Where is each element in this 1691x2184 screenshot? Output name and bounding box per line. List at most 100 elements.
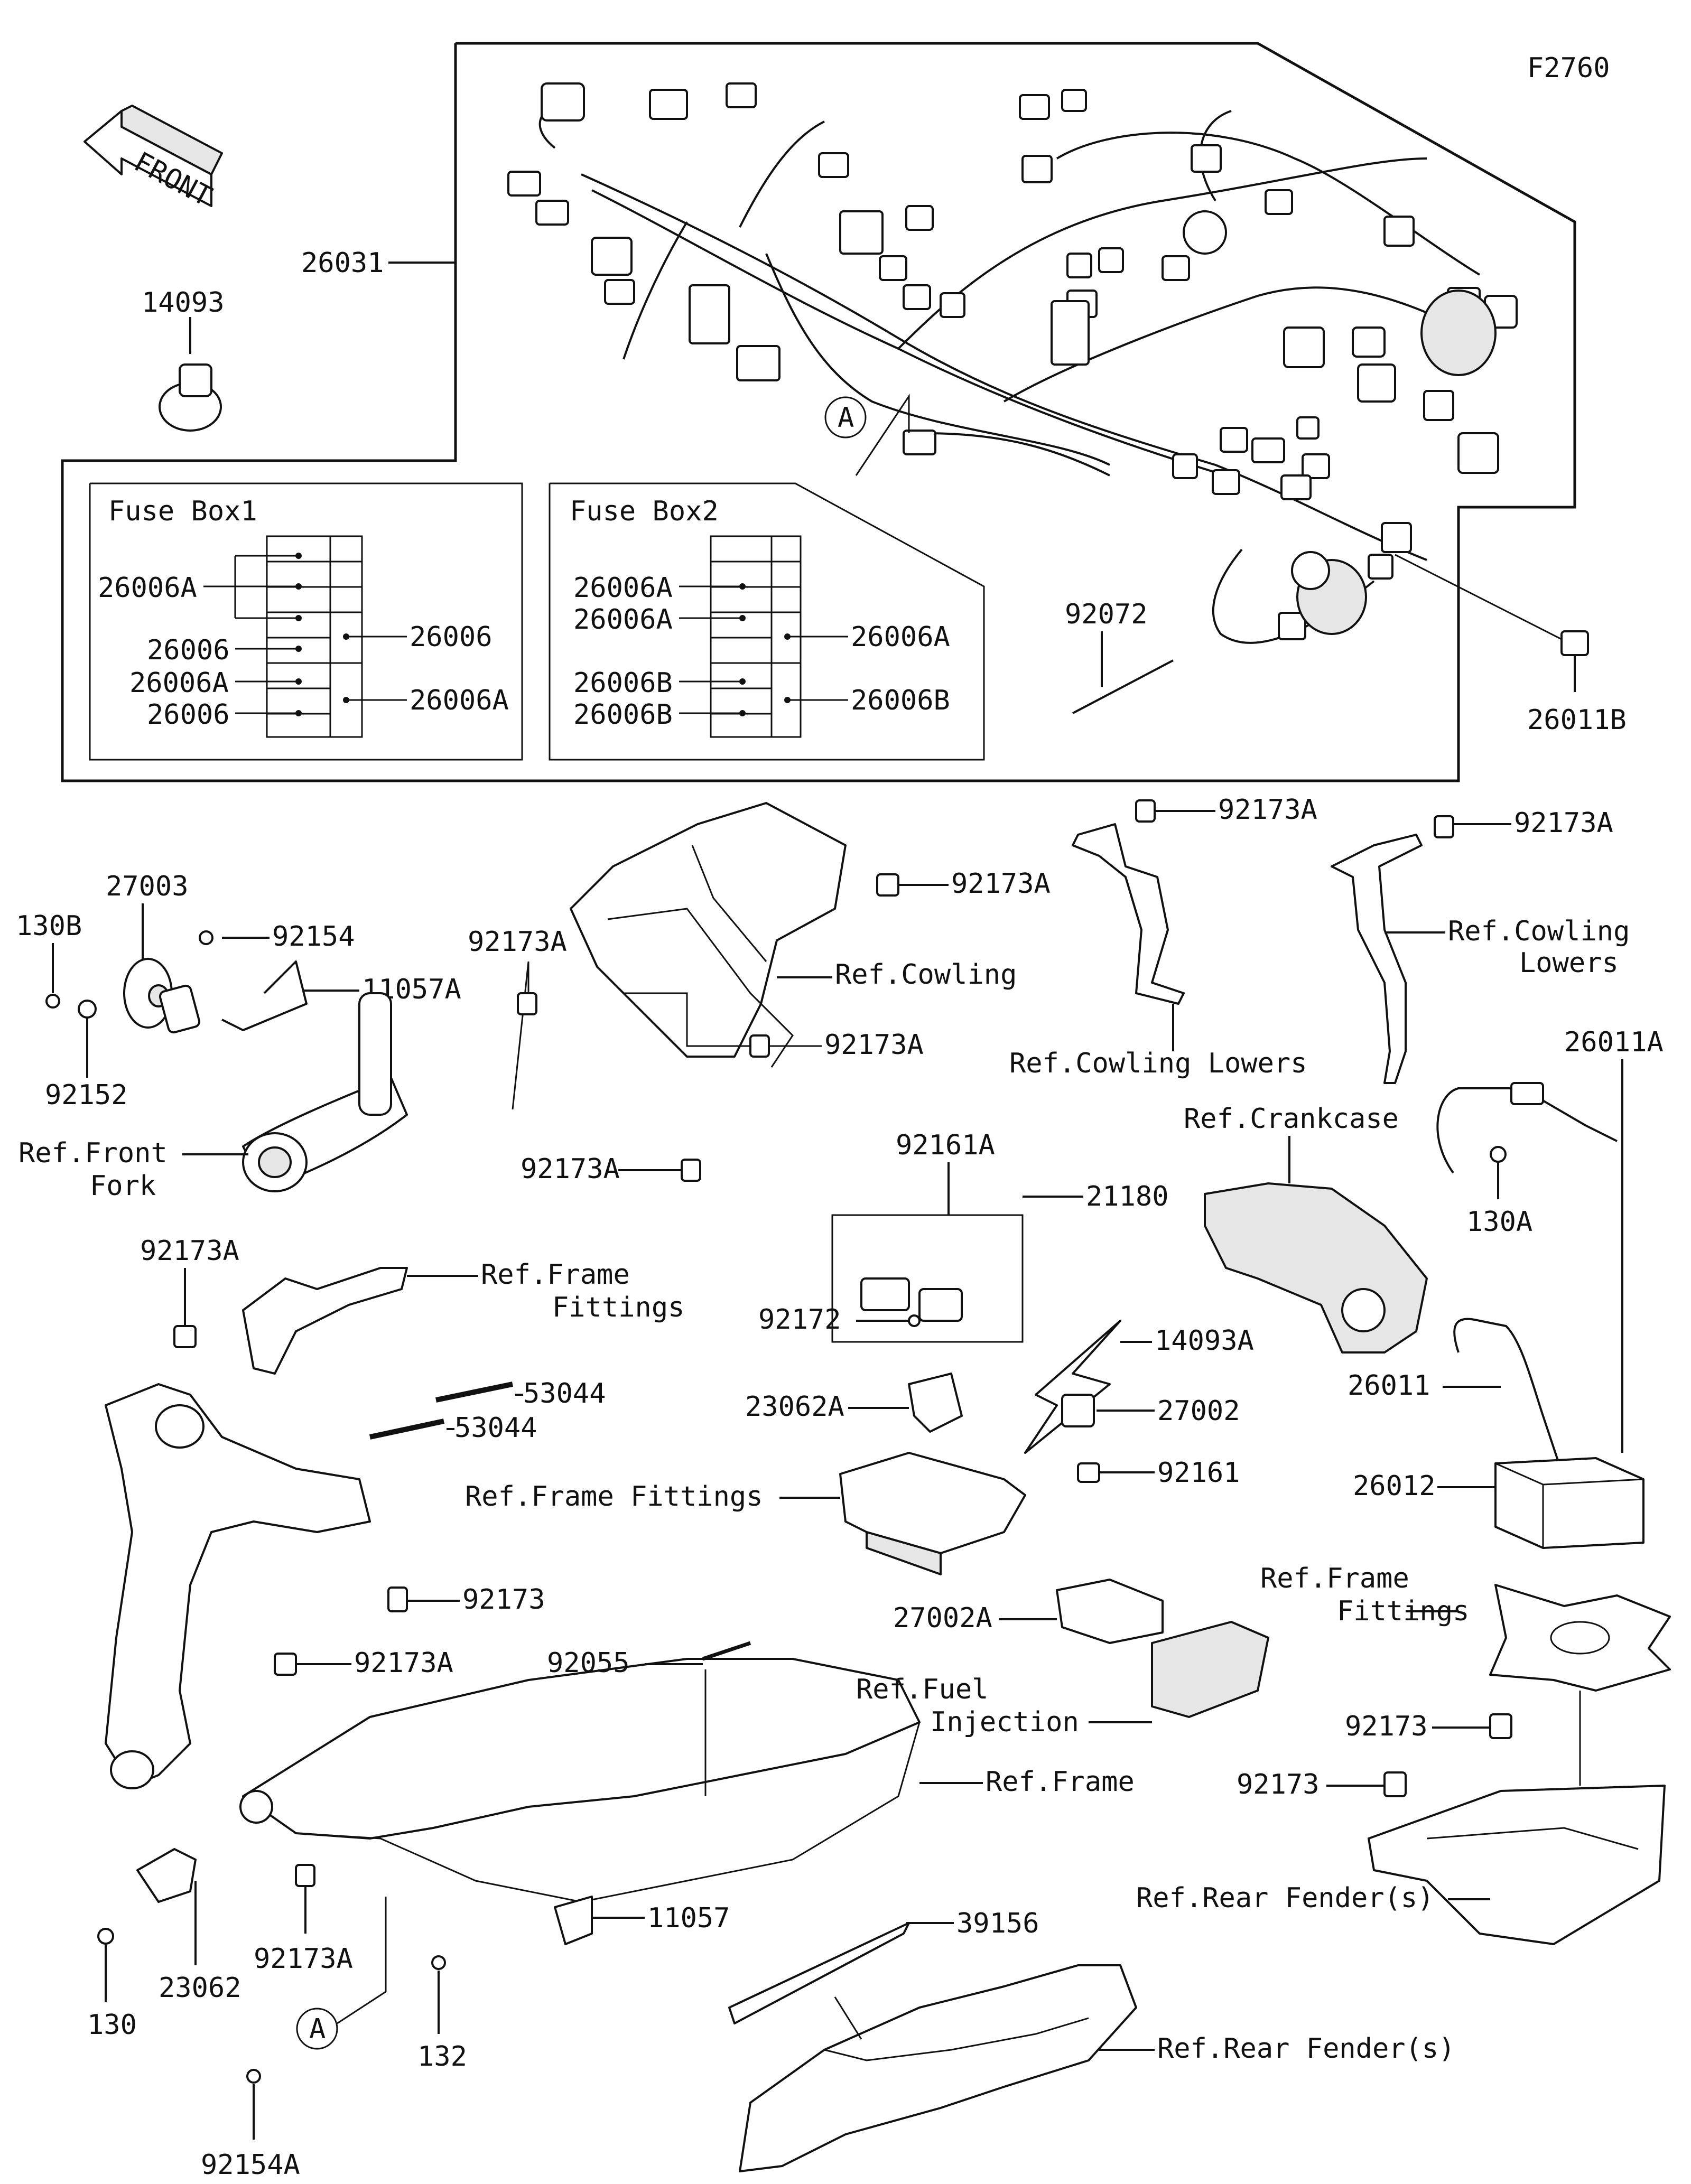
callout-a-top: A (824, 394, 910, 476)
pad-53044-1 (435, 1382, 514, 1403)
label-39156: 39156 (956, 1908, 1039, 1939)
clip-92173a-9-icon (295, 1864, 315, 1887)
clip-92173-3-icon (1383, 1771, 1407, 1797)
insulator-14093a (1024, 1320, 1121, 1454)
label-14093: 14093 (142, 287, 225, 319)
horn-27003 (123, 958, 201, 1034)
label-26011a: 26011A (1564, 1026, 1664, 1058)
fb2-left-3: 26006B (573, 667, 673, 699)
bracket-23062 (136, 1848, 197, 1903)
label-26011: 26011 (1348, 1370, 1430, 1402)
battery-26012 (1494, 1457, 1644, 1549)
label-92173a-4: 92173A (521, 1153, 620, 1185)
fuse-92161 (1077, 1462, 1100, 1483)
clip-92173a-7-icon (173, 1325, 197, 1348)
screw-132-icon (431, 1955, 446, 1970)
fb1-left-4: 26006 (147, 699, 230, 731)
bolt-92154a-icon (246, 2069, 261, 2084)
clip-92173-2-icon (1489, 1713, 1512, 1739)
label-23062a: 23062A (745, 1391, 844, 1423)
battery-cable-26011a (1436, 1087, 1618, 1174)
callout-a-top-letter: A (838, 402, 854, 434)
part-26011b (1560, 630, 1589, 656)
clip-92173a-1-icon (517, 992, 537, 1015)
screw-92172-icon (908, 1314, 921, 1327)
label-92173a-1: 92173A (468, 926, 567, 958)
relay-27002 (1061, 1394, 1095, 1427)
front-arrow-icon: FRONT (83, 105, 223, 213)
label-ref-frame-fittings-mid: Ref.Frame Fittings (465, 1481, 763, 1513)
callout-a-bottom-letter: A (309, 2013, 326, 2045)
cowling-lower-bracket-left (1072, 823, 1185, 1005)
figure-code: F2760 (1527, 52, 1610, 84)
relay-box-27002a (1056, 1579, 1164, 1644)
label-26011b: 26011B (1527, 704, 1627, 736)
label-92173-1: 92173 (462, 1584, 545, 1616)
clip-92173a-4-icon (681, 1159, 701, 1182)
pad-53044-2 (369, 1418, 445, 1440)
fb1-right-1: 26006 (410, 621, 493, 653)
label-27002: 27002 (1157, 1395, 1240, 1427)
fuse-box-1-title: Fuse Box1 (108, 496, 257, 527)
clip-92173-1-icon (387, 1586, 408, 1612)
label-11057: 11057 (647, 1902, 730, 1934)
label-130: 130 (87, 2009, 137, 2041)
label-92152: 92152 (45, 1079, 128, 1111)
clip-92173a-8-icon (274, 1653, 297, 1676)
fb1-right-2: 26006A (410, 685, 509, 716)
label-92173a-8: 92173A (354, 1647, 453, 1679)
box-21180 (831, 1214, 1024, 1343)
label-92173a-6: 92173A (1514, 807, 1613, 839)
label-ref-cowling-lowers-r1: Ref.Cowling (1448, 916, 1630, 947)
label-26012: 26012 (1353, 1470, 1436, 1502)
cable-tie-icon (1072, 659, 1174, 714)
label-92161: 92161 (1157, 1457, 1240, 1489)
harness-frame (61, 42, 1576, 782)
crankcase (1204, 1182, 1428, 1354)
callout-a-bottom: A (296, 1897, 387, 2050)
label-130a: 130A (1466, 1206, 1532, 1238)
fuse-box-1: Fuse Box1 26006A 26006 26006A 26006 2600… (89, 482, 523, 761)
terminal-26011a-icon (1510, 1082, 1544, 1105)
bracket-11057a (221, 960, 308, 1031)
fuse-92161a (918, 1288, 963, 1322)
cowling-lower-bracket-right (1331, 834, 1423, 1084)
label-ref-crankcase: Ref.Crankcase (1184, 1103, 1399, 1135)
label-ref-rear-fender-1: Ref.Rear Fender(s) (1136, 1882, 1434, 1914)
label-ref-frame-fittings-r1: Ref.Frame (1260, 1563, 1409, 1594)
label-23062: 23062 (159, 1972, 241, 2004)
label-21180: 21180 (1086, 1181, 1169, 1212)
label-92161a: 92161A (896, 1130, 995, 1161)
main-wiring-harness (507, 82, 1518, 644)
label-ref-fuel-1: Ref.Fuel (856, 1674, 988, 1705)
label-ref-frame-fittings-l1: Ref.Frame (481, 1259, 630, 1291)
bolt-130-icon (97, 1928, 114, 1945)
fb2-right-1: 26006A (851, 621, 950, 653)
rubber-mat (1489, 1584, 1671, 1692)
label-130b: 130B (16, 910, 82, 942)
battery-cable-26011 (1453, 1318, 1560, 1464)
fb2-left-1: 26006A (573, 572, 673, 604)
band-92055 (702, 1641, 751, 1661)
label-ref-fuel-2: Injection (930, 1706, 1079, 1738)
fb1-left-2: 26006 (147, 634, 230, 666)
fuse-21180-a (860, 1277, 910, 1311)
label-ref-frame: Ref.Frame (986, 1766, 1135, 1798)
label-ref-front-fork-1: Ref.Front (18, 1137, 168, 1169)
bracket-11057 (554, 1896, 593, 1945)
fb2-right-2: 26006B (851, 685, 950, 716)
part-14093 (159, 363, 222, 432)
front-fork-bracket (242, 992, 408, 1192)
main-frame (105, 1383, 921, 1903)
clip-92173a-2-icon (876, 873, 899, 897)
fb2-left-4: 26006B (573, 699, 673, 731)
fuel-injection-ecu (1151, 1621, 1269, 1718)
label-14093a: 14093A (1155, 1325, 1254, 1357)
label-27003: 27003 (106, 871, 189, 902)
nut-92152-icon (78, 1000, 97, 1019)
label-132: 132 (417, 2041, 467, 2073)
label-92173a-2: 92173A (951, 868, 1051, 900)
bolt-130b-icon (45, 994, 60, 1009)
label-92072: 92072 (1065, 599, 1148, 630)
